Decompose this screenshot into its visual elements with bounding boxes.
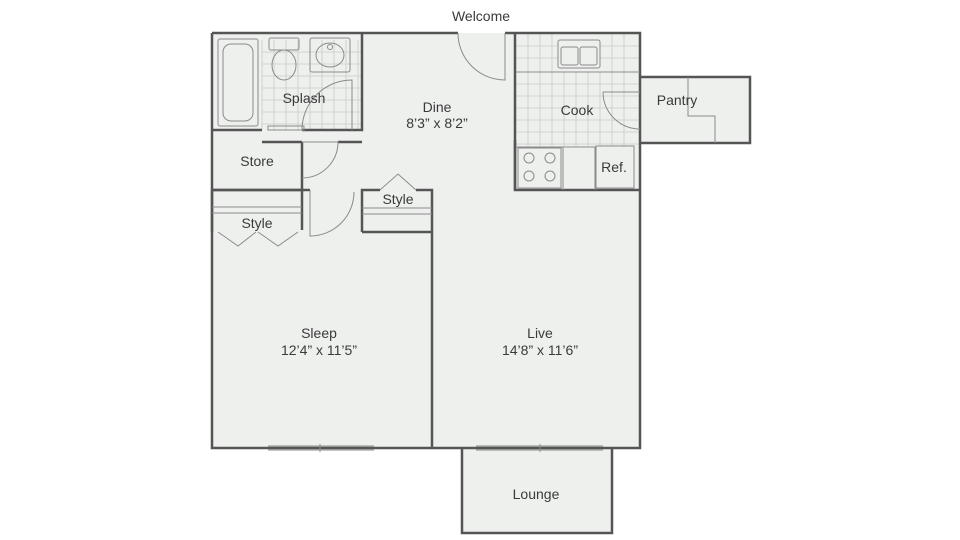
style-center-label: Style <box>382 191 413 207</box>
welcome-label: Welcome <box>452 8 510 24</box>
bath-tile-grid <box>261 40 362 130</box>
toilet <box>268 37 300 81</box>
sleep-label: Sleep <box>301 325 337 341</box>
sleep-dims: 12’4” x 11’5” <box>281 342 357 358</box>
style-left-label: Style <box>241 215 272 231</box>
bath-sink <box>309 37 351 73</box>
cook-label: Cook <box>561 102 595 118</box>
bedroom-window <box>268 444 374 452</box>
live-label: Live <box>527 325 553 341</box>
refrigerator <box>595 145 635 189</box>
outer-walls <box>210 31 752 535</box>
vanity-bar <box>267 125 305 131</box>
floor-fills <box>212 33 750 533</box>
interior-walls <box>210 33 640 448</box>
lounge-label: Lounge <box>513 486 560 502</box>
dine-label: Dine <box>423 99 452 115</box>
ref-label: Ref. <box>601 159 627 175</box>
patio-door <box>476 444 603 452</box>
dine-dims: 8’3” x 8’2” <box>406 115 468 131</box>
live-dims: 14’8” x 11’6” <box>502 342 578 358</box>
bathtub <box>217 38 259 127</box>
store-label: Store <box>240 153 274 169</box>
pantry-label: Pantry <box>657 92 697 108</box>
closet-doors <box>212 173 432 247</box>
door-swings <box>301 32 716 237</box>
kitchen-counter <box>516 71 640 190</box>
splash-label: Splash <box>283 90 326 106</box>
stove <box>517 147 562 189</box>
kitchen-sink <box>557 39 601 69</box>
